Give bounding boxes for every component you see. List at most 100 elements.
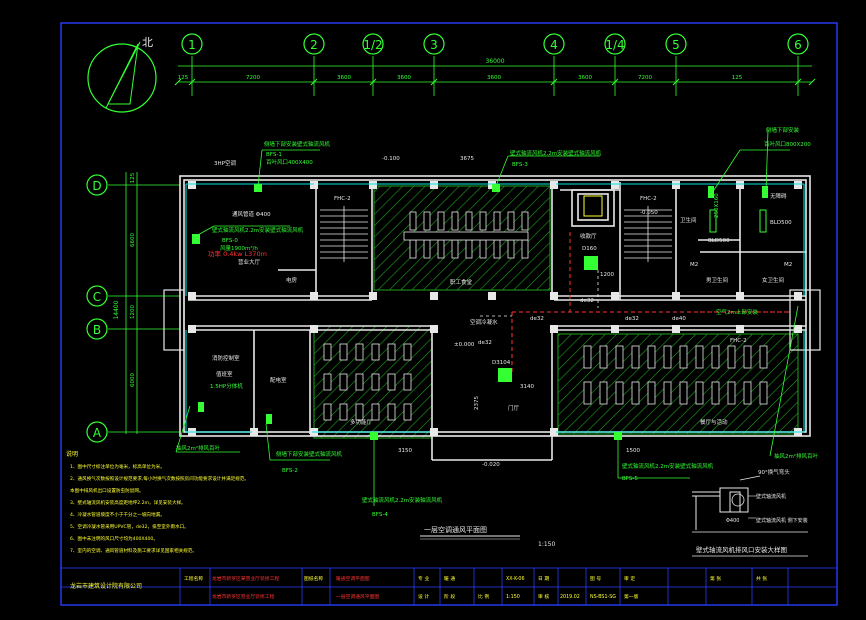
de32-b: de32 bbox=[580, 298, 594, 304]
dimension-text: 125 bbox=[178, 75, 189, 81]
dimension-tick bbox=[550, 78, 558, 86]
date-value: 2019.02 bbox=[560, 594, 580, 600]
table bbox=[339, 373, 348, 391]
top-dimension-lines bbox=[178, 65, 812, 83]
room-cashier: 收款厅 bbox=[580, 232, 597, 240]
plan-scale: 1:150 bbox=[538, 541, 555, 548]
bfs5-note: 壁式轴流风机2.2m安装壁式轴流风机 bbox=[622, 462, 714, 470]
table bbox=[339, 403, 348, 421]
axis-bubble bbox=[181, 33, 203, 55]
num-value: NS-BS1-SG bbox=[590, 594, 616, 600]
table bbox=[647, 381, 656, 405]
right-note-2m: 空气2m上部安装 bbox=[716, 308, 758, 316]
hall-right-hatch bbox=[557, 333, 799, 435]
bfs0-spec: 风量1900m³/h bbox=[220, 245, 258, 252]
note-item: 2、通风换气次数按照设计规范要求,每小时换气次数按照房间功能要求设计并满足规范。 bbox=[70, 475, 249, 482]
left-note-box: 抽风2m²排风百叶 bbox=[176, 444, 221, 452]
table bbox=[451, 211, 459, 231]
table bbox=[599, 345, 608, 369]
table bbox=[387, 343, 396, 361]
fan-bfs3 bbox=[492, 184, 500, 192]
column bbox=[672, 325, 680, 333]
dimension-tick bbox=[430, 78, 438, 86]
table bbox=[423, 239, 431, 259]
axis-label: 1 bbox=[188, 38, 196, 52]
level-bottom: -0.020 bbox=[482, 462, 500, 468]
table bbox=[409, 239, 417, 259]
dimension-text: 3600 bbox=[578, 75, 592, 81]
column bbox=[250, 428, 258, 436]
table bbox=[355, 403, 364, 421]
note-item: 5、空调冷凝水管采用UPVC管，de32，排至室外雨水口。 bbox=[70, 523, 189, 530]
table bbox=[403, 231, 529, 241]
axis-label: 5 bbox=[672, 38, 680, 52]
table bbox=[711, 381, 720, 405]
red-power-label: 功率 0.4kw L370m bbox=[208, 249, 267, 258]
d3104-label: D3104 bbox=[492, 360, 511, 366]
bfs4-code: BFS-4 bbox=[372, 512, 388, 518]
column bbox=[550, 428, 558, 436]
sheet-label: 第 张 bbox=[710, 575, 721, 582]
bfs5-code: BFS-5 bbox=[622, 476, 638, 482]
column bbox=[611, 292, 619, 300]
axis-label: C bbox=[93, 290, 101, 304]
axis-bubble bbox=[303, 33, 325, 55]
dimension-tick bbox=[310, 78, 318, 86]
bfs1-size: 百叶风口400X400 bbox=[266, 158, 313, 166]
dimension-text: 3600 bbox=[397, 75, 411, 81]
bfs3-code: BFS-3 bbox=[512, 162, 528, 168]
axis-bubble bbox=[86, 174, 108, 196]
grille-right-b bbox=[759, 209, 767, 233]
table bbox=[493, 211, 501, 231]
bfs2-code: BFS-2 bbox=[282, 468, 298, 474]
table bbox=[507, 211, 515, 231]
note-item: 1、图中尺寸标注单位为毫米，标高单位为米。 bbox=[70, 463, 165, 470]
table bbox=[465, 239, 473, 259]
column bbox=[188, 181, 196, 189]
detail-drawing: 90°换气弯头 壁式轴流风机 Φ400 壁式轴流风机 侧下安装 壁式轴流风机排风… bbox=[692, 468, 808, 557]
col-1: 专 业 bbox=[418, 575, 429, 582]
version-label: 第一版 bbox=[624, 593, 639, 600]
table bbox=[323, 373, 332, 391]
axis-bubble bbox=[86, 285, 108, 307]
axis-label: 1/4 bbox=[605, 38, 624, 52]
left-total-dimension: 14400 bbox=[113, 300, 120, 319]
table bbox=[759, 381, 768, 405]
scale-value: 1:150 bbox=[506, 594, 520, 600]
bfs3-note: 壁式轴流风机2.2m安装壁式轴流风机 bbox=[510, 149, 602, 157]
table bbox=[437, 239, 445, 259]
table bbox=[371, 343, 380, 361]
table bbox=[521, 211, 529, 231]
ac-unit-d3104 bbox=[498, 368, 512, 382]
table bbox=[679, 381, 688, 405]
table bbox=[323, 403, 332, 421]
duct-lines bbox=[185, 183, 805, 433]
dimension-text: 125 bbox=[732, 75, 743, 81]
column bbox=[488, 292, 496, 300]
north-arrow: 北 bbox=[87, 36, 157, 113]
column bbox=[310, 181, 318, 189]
table bbox=[631, 345, 640, 369]
table bbox=[743, 345, 752, 369]
detail-90deg: 90°换气弯头 bbox=[758, 468, 790, 476]
plan-title-block: 一层空调通风平面图 1:150 bbox=[420, 525, 555, 548]
fan-bfs1 bbox=[254, 184, 262, 192]
note-item: 3、壁式轴流风机安装高度距地坪2.2m，详见安装大样。 bbox=[70, 499, 186, 506]
drawing-name-b: 一层空调通风平面图 bbox=[336, 593, 379, 600]
dimension-text: 6600 bbox=[130, 233, 136, 247]
fan-lower-left bbox=[266, 414, 272, 424]
room-m2b: M2 bbox=[784, 262, 792, 268]
detail-title: 壁式轴流风机排风口安装大样图 bbox=[696, 545, 787, 554]
num-label: 图 号 bbox=[590, 576, 601, 582]
sheet-total: 共 张 bbox=[756, 575, 767, 582]
axis-label: D bbox=[92, 179, 101, 193]
approve-label: 审 定 bbox=[624, 575, 635, 582]
dim-2375: 2375 bbox=[474, 396, 480, 410]
company-name: 龙岩市建筑设计院有限公司 bbox=[70, 582, 142, 590]
table bbox=[727, 345, 736, 369]
note-item: 4、冷凝水管道坡度不小于千分之一坡向地漏。 bbox=[70, 511, 165, 518]
table bbox=[647, 345, 656, 369]
dimension-tick bbox=[808, 78, 816, 86]
dimension-text: 3600 bbox=[487, 75, 501, 81]
